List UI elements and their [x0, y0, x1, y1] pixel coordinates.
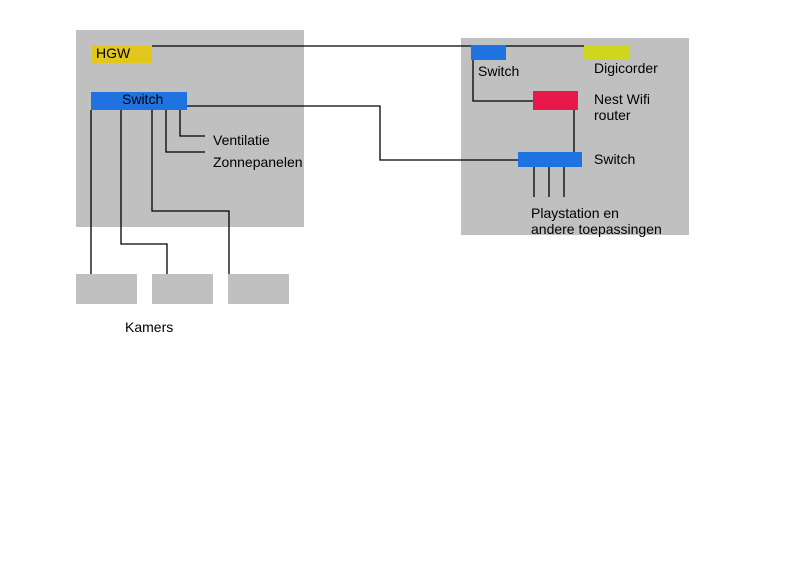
ventilatie-label: Ventilatie: [213, 132, 270, 148]
switch-left-device: [91, 92, 187, 110]
line-switch-left-to-room-3: [151, 110, 230, 274]
right-zone: [461, 38, 689, 235]
nest-router-label-line1: Nest Wifi: [594, 91, 650, 107]
nest-router-label-line2: router: [594, 107, 631, 123]
room-box-2: [152, 274, 213, 304]
router-device: [533, 91, 578, 110]
zonnepanelen-label: Zonnepanelen: [213, 154, 303, 170]
hgw-label: HGW: [96, 45, 131, 61]
digicorder-label: Digicorder: [594, 60, 658, 76]
switch-right-device: [518, 152, 582, 167]
switch-right-label: Switch: [594, 151, 635, 167]
digicorder-device: [584, 45, 629, 60]
line-switch-left-to-switch-right: [186, 105, 518, 161]
room-box-3: [228, 274, 289, 304]
playstation-label-line1: Playstation en: [531, 205, 619, 221]
kamers-label: Kamers: [125, 319, 173, 335]
line-switch-left-to-room-2: [120, 110, 168, 274]
playstation-label-line2: andere toepassingen: [531, 221, 662, 237]
line-switch-top-right-to-router: [472, 59, 533, 102]
switch-top-right-device: [471, 45, 506, 60]
line-switch-left-to-zonnepanelen: [165, 110, 205, 153]
room-box-1: [76, 274, 137, 304]
switch-top-right-label: Switch: [478, 63, 519, 79]
hgw-device: [92, 45, 152, 63]
line-switch-left-to-ventilatie: [179, 110, 205, 137]
switch-left-label: Switch: [122, 91, 163, 107]
